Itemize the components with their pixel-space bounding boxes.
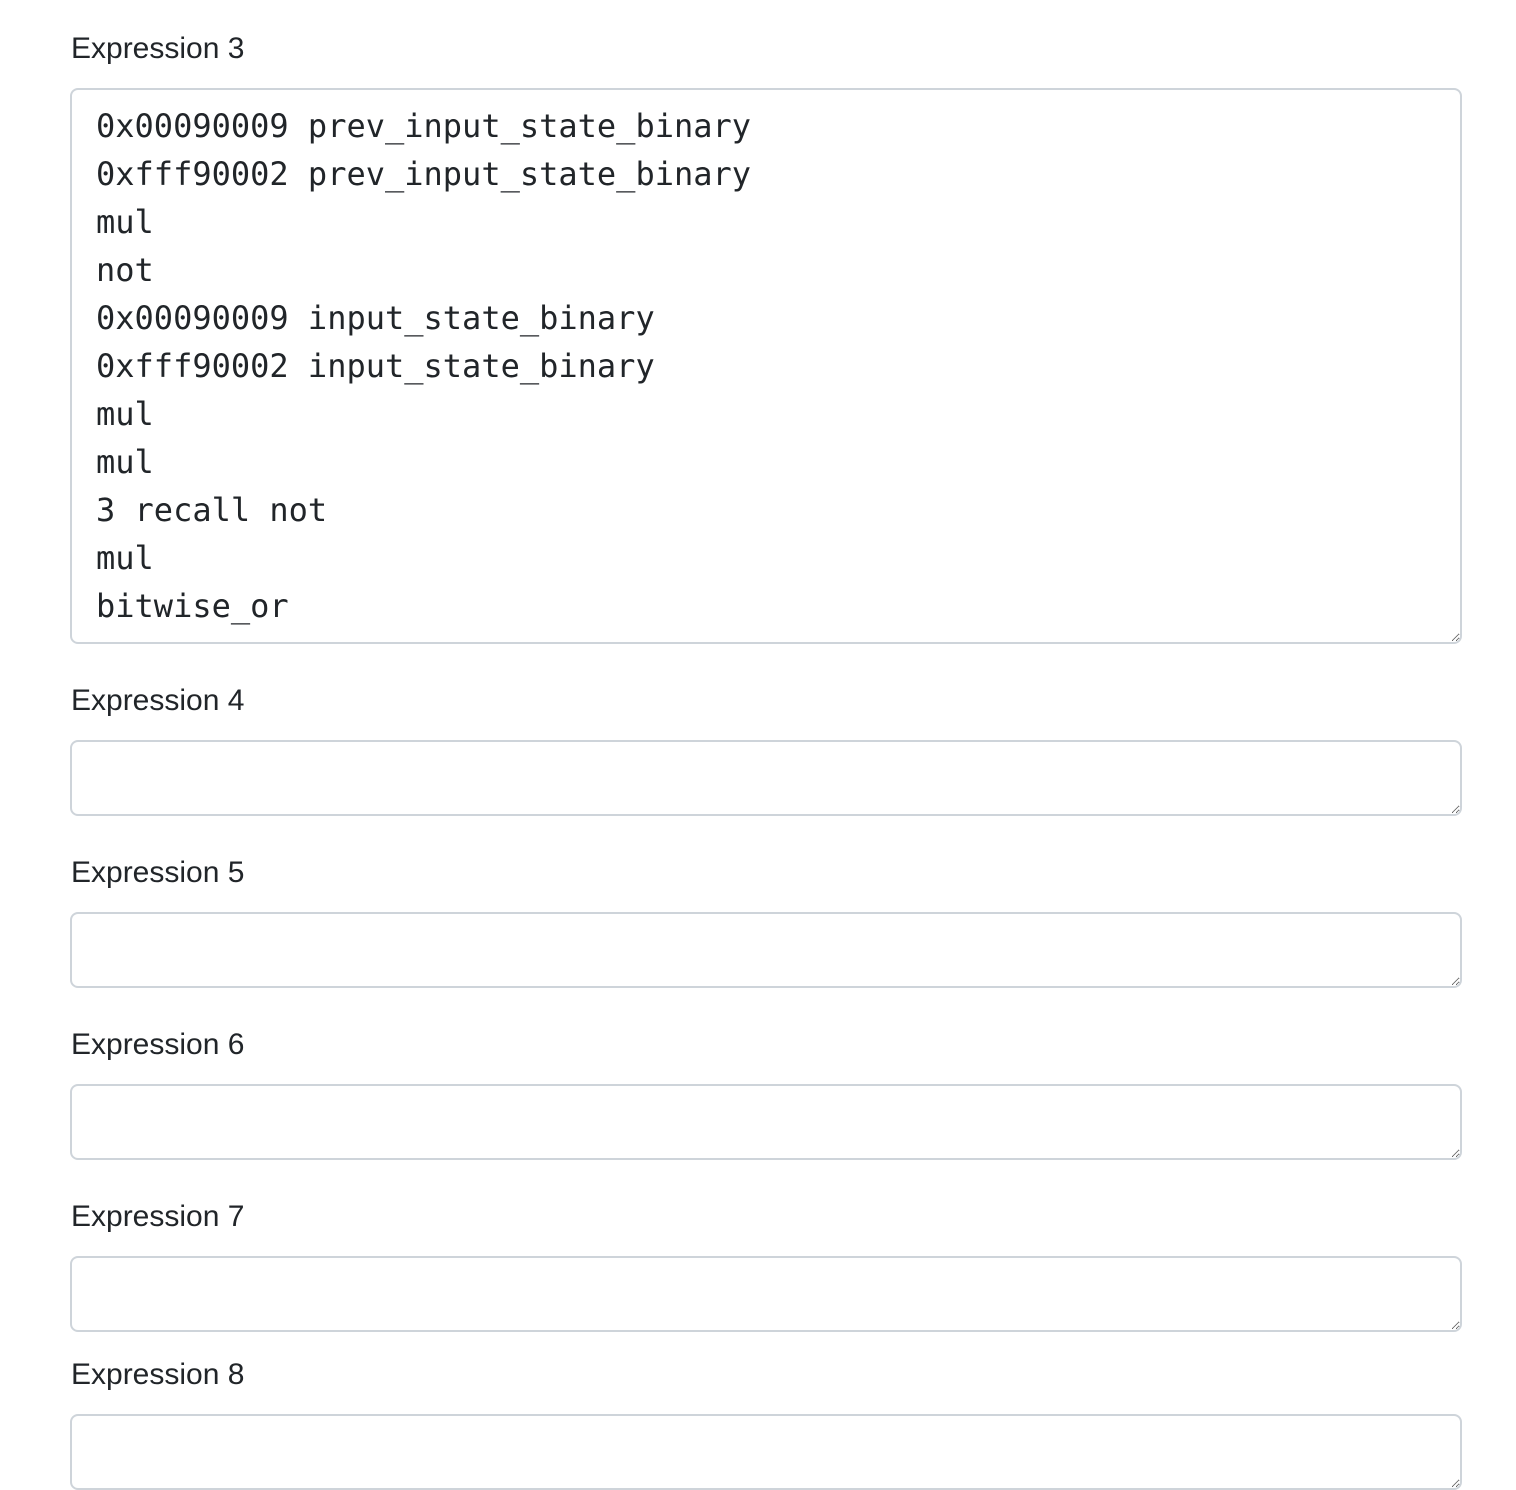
expression-4-label: Expression 4 bbox=[71, 684, 245, 717]
expression-7-group: Expression 7 bbox=[70, 1199, 1462, 1332]
expression-3-group: Expression 3 0x00090009 prev_input_state… bbox=[70, 31, 1462, 644]
expression-7-label: Expression 7 bbox=[71, 1200, 245, 1233]
expression-4-textarea[interactable] bbox=[70, 740, 1462, 816]
expression-8-textarea[interactable] bbox=[70, 1414, 1462, 1490]
expression-5-label: Expression 5 bbox=[71, 856, 245, 889]
expression-8-group: Expression 8 bbox=[70, 1357, 1462, 1490]
expression-7-textarea[interactable] bbox=[70, 1256, 1462, 1332]
expression-8-label: Expression 8 bbox=[71, 1358, 245, 1391]
expression-6-group: Expression 6 bbox=[70, 1027, 1462, 1160]
expression-5-textarea[interactable] bbox=[70, 912, 1462, 988]
expression-6-textarea[interactable] bbox=[70, 1084, 1462, 1160]
expression-4-group: Expression 4 bbox=[70, 683, 1462, 816]
expression-6-label: Expression 6 bbox=[71, 1028, 245, 1061]
expression-3-label: Expression 3 bbox=[71, 32, 245, 65]
expression-3-textarea[interactable]: 0x00090009 prev_input_state_binary 0xfff… bbox=[70, 88, 1462, 644]
expression-5-group: Expression 5 bbox=[70, 855, 1462, 988]
